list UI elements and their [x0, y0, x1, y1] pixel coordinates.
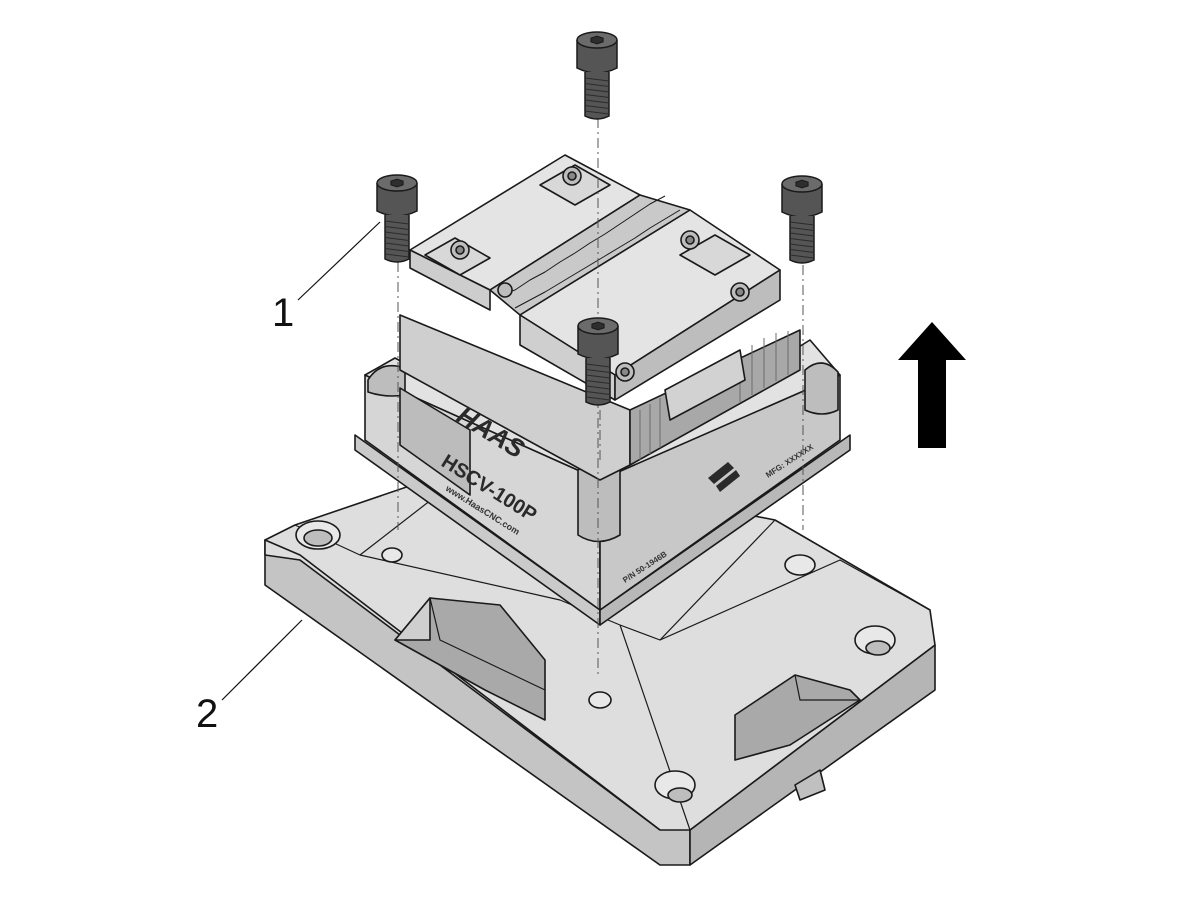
screw-center — [577, 317, 619, 406]
callout-1: 1 — [272, 221, 381, 335]
base-plate-hole-back-right — [784, 554, 816, 576]
screw-right — [781, 175, 823, 264]
base-plate-hole-center — [588, 691, 612, 709]
screw-left — [376, 174, 418, 263]
screws — [376, 31, 823, 406]
vise-upper-right — [629, 329, 801, 466]
callout-1-label: 1 — [272, 291, 294, 335]
vise-jaws — [409, 154, 781, 401]
base-plate-hole-small — [381, 547, 403, 563]
vise-flange-right — [599, 434, 851, 626]
lift-arrow-icon — [898, 322, 966, 448]
callout-2-label: 2 — [196, 692, 218, 736]
haas-logo-icon — [708, 462, 740, 492]
callout-1-leader — [297, 221, 381, 301]
screw-top — [576, 31, 618, 120]
callout-2: 2 — [196, 619, 303, 736]
vise-body — [354, 314, 851, 626]
callout-2-leader — [221, 619, 303, 701]
base-plate — [264, 461, 936, 866]
alignment-lines — [397, 118, 804, 675]
